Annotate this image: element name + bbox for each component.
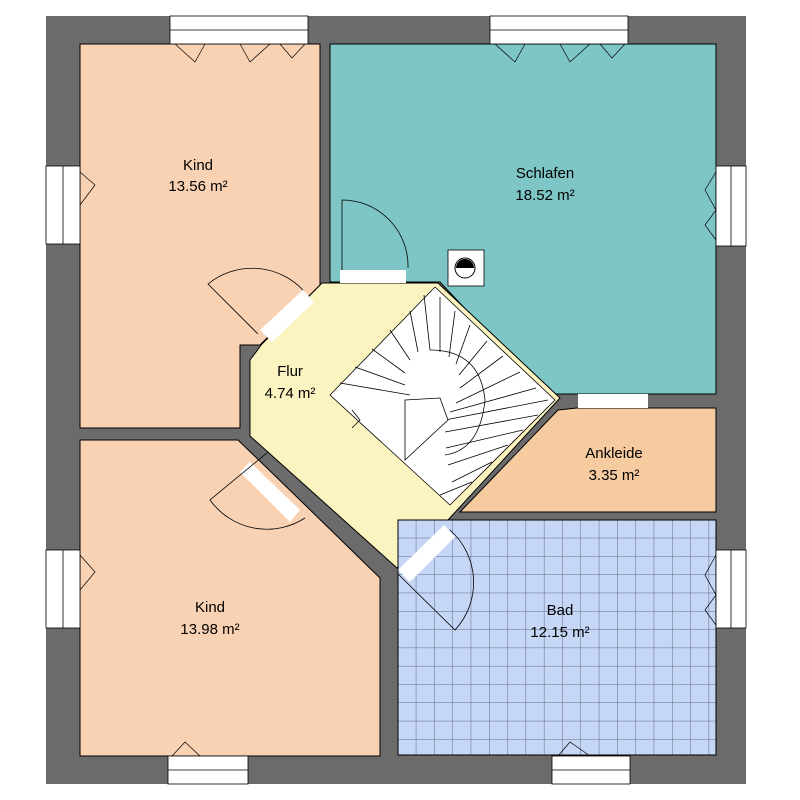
label-kind-bottom-name: Kind <box>195 599 225 616</box>
doors <box>207 199 648 631</box>
windows <box>45 15 747 785</box>
label-flur-area: 4.74 m² <box>265 385 316 402</box>
label-bad-name: Bad <box>547 602 574 619</box>
room-bad <box>397 519 717 756</box>
label-schlafen-name: Schlafen <box>516 165 574 182</box>
label-kind-bottom-area: 13.98 m² <box>180 621 239 638</box>
room-ankleide <box>458 407 717 513</box>
room-labels: Kind 13.56 m² Schlafen 18.52 m² Flur 4.7… <box>168 157 642 641</box>
label-bad-area: 12.15 m² <box>530 624 589 641</box>
label-flur-name: Flur <box>277 363 303 380</box>
rooms <box>79 43 717 757</box>
label-schlafen-area: 18.52 m² <box>515 187 574 204</box>
room-kind-bottom <box>79 439 381 757</box>
label-kind-top-area: 13.56 m² <box>168 178 227 195</box>
staircase <box>329 286 556 506</box>
chimney-icon <box>447 249 485 287</box>
label-kind-top-name: Kind <box>183 157 213 174</box>
window-sashes <box>79 43 717 757</box>
room-kind-top <box>79 43 321 429</box>
label-ankleide-name: Ankleide <box>585 445 643 462</box>
label-ankleide-area: 3.35 m² <box>589 467 640 484</box>
